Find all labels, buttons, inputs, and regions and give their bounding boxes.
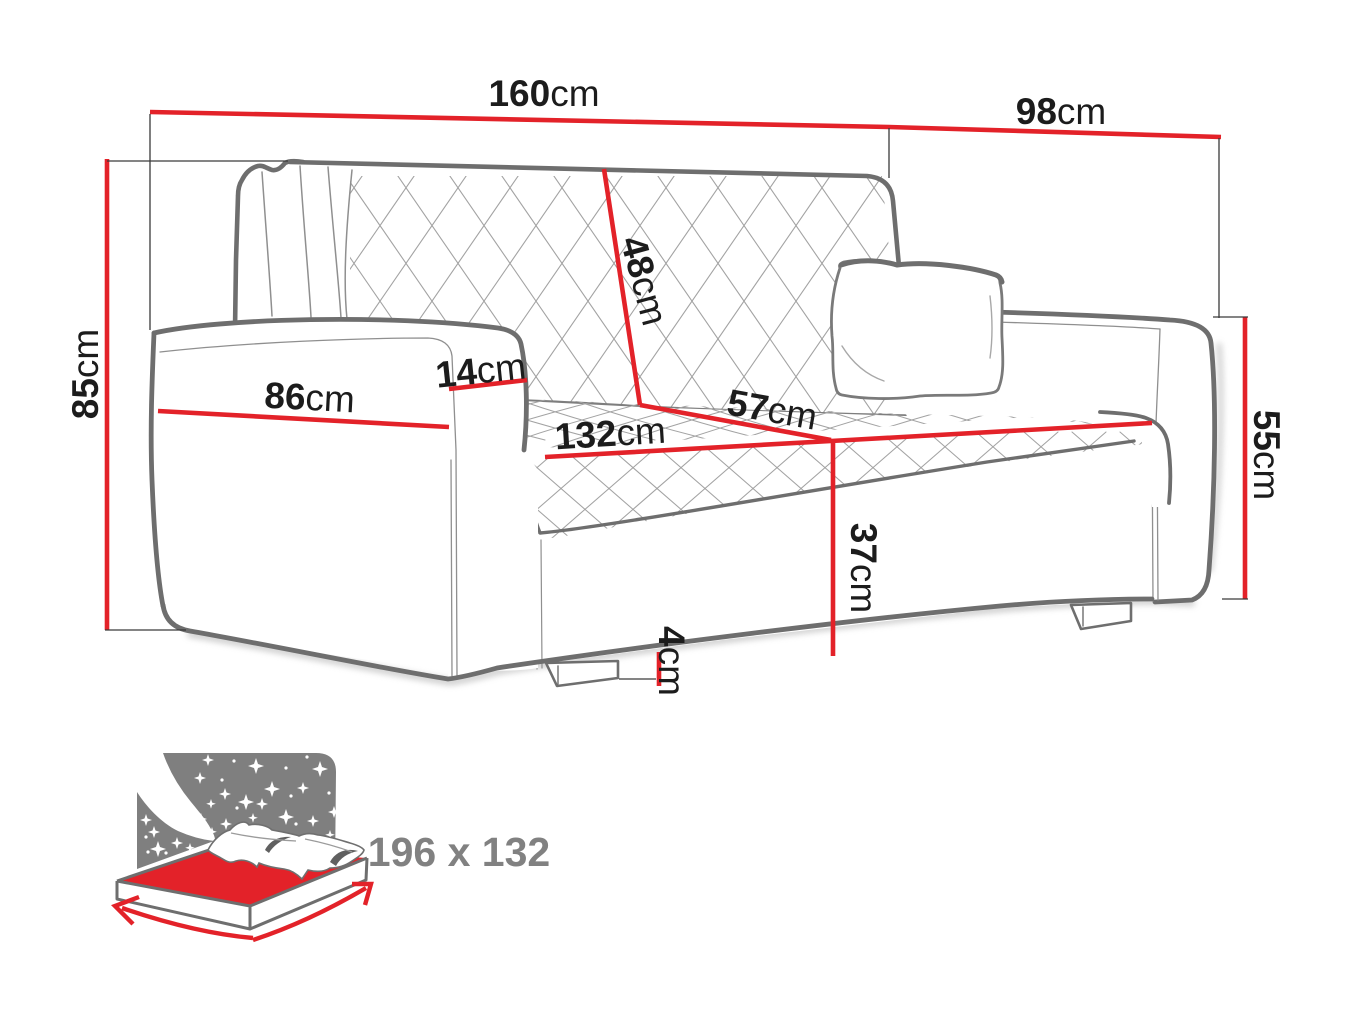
svg-text:196 x 132: 196 x 132: [368, 829, 550, 875]
svg-text:132cm: 132cm: [554, 410, 667, 458]
svg-text:37cm: 37cm: [843, 523, 884, 613]
svg-text:85cm: 85cm: [65, 329, 106, 419]
svg-text:55cm: 55cm: [1246, 410, 1287, 500]
svg-text:86cm: 86cm: [263, 375, 356, 421]
svg-text:4cm: 4cm: [651, 626, 692, 696]
svg-text:160cm: 160cm: [488, 73, 599, 114]
svg-text:98cm: 98cm: [1016, 91, 1106, 132]
svg-text:14cm: 14cm: [434, 345, 528, 395]
